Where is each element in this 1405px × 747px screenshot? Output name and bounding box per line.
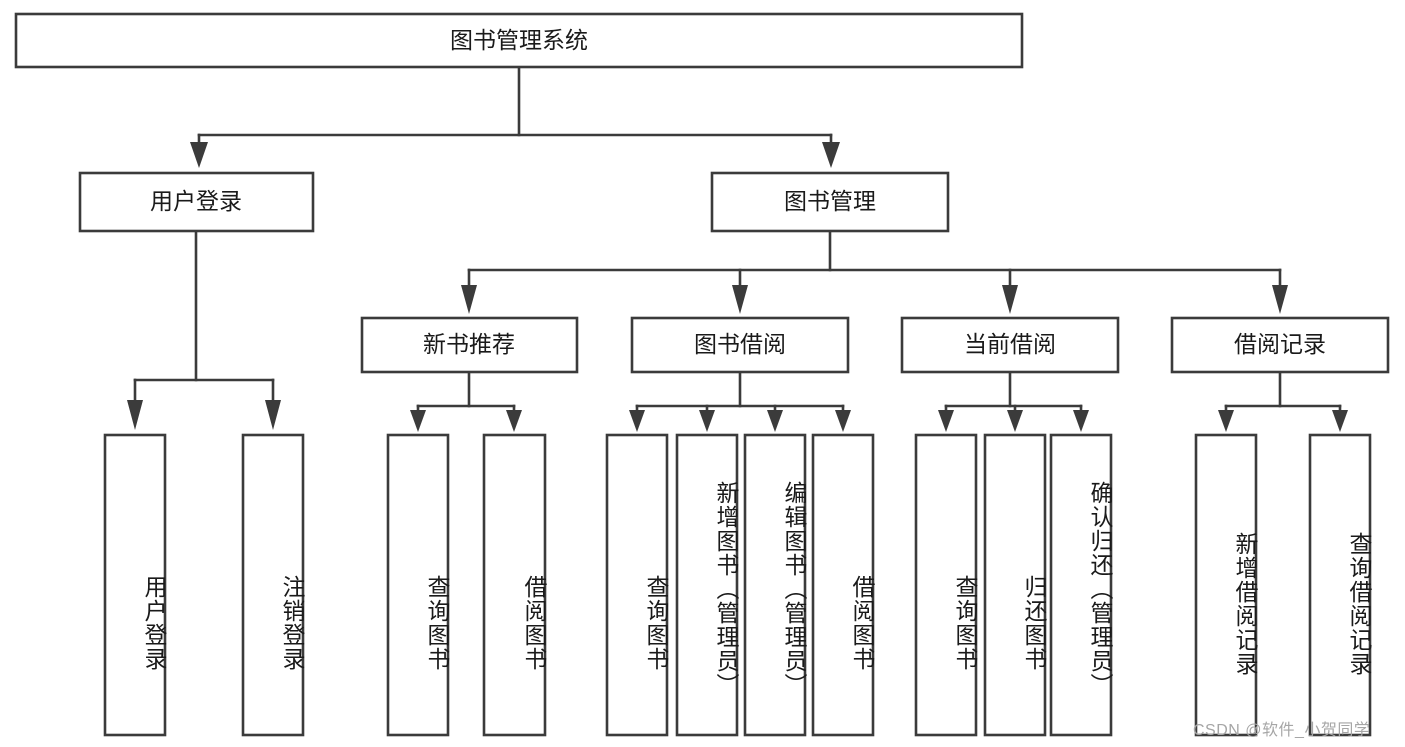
arrow-to-leaf-add-record <box>1218 410 1234 432</box>
node-leaf-query-book-3-box[interactable] <box>914 433 978 737</box>
node-root-label: 图书管理系统 <box>450 27 588 53</box>
arrow-to-user-login <box>190 142 208 168</box>
node-user-login[interactable]: 用户登录 <box>78 171 315 233</box>
arrow-to-leaf-query-book-2 <box>629 410 645 432</box>
node-leaf-query-book-1-box[interactable] <box>386 433 450 737</box>
node-leaf-return-book-box[interactable] <box>983 433 1047 737</box>
node-leaf-query-book-2-box[interactable] <box>605 433 669 737</box>
csdn-watermark: CSDN @软件_小贺同学 <box>1193 722 1371 739</box>
arrow-to-leaf-query-record <box>1332 410 1348 432</box>
node-user-login-box[interactable] <box>78 171 315 233</box>
connector-layer <box>127 65 1348 432</box>
arrow-to-leaf-user-logout <box>265 400 281 430</box>
node-new-book-recommend-box[interactable] <box>360 316 579 374</box>
node-leaf-user-login-box[interactable] <box>103 433 167 737</box>
arrow-to-current-borrow <box>1002 285 1018 314</box>
node-root[interactable]: 图书管理系统 <box>14 12 1024 69</box>
node-leaf-borrow-book-1-box[interactable] <box>482 433 547 737</box>
arrow-to-leaf-borrow-book-2 <box>835 410 851 432</box>
arrow-to-book-manage <box>822 142 840 168</box>
arrow-to-leaf-query-book-1 <box>410 410 426 432</box>
node-leaf-add-book-box[interactable] <box>675 433 739 737</box>
node-new-book-recommend[interactable]: 新书推荐 <box>360 316 579 374</box>
arrow-to-leaf-query-book-3 <box>938 410 954 432</box>
node-book-borrow-box[interactable] <box>630 316 850 374</box>
arrow-to-borrow-record <box>1272 285 1288 314</box>
node-current-borrow-box[interactable] <box>900 316 1120 374</box>
node-leaf-edit-book-box[interactable] <box>743 433 807 737</box>
node-leaf-borrow-book-2-box[interactable] <box>811 433 875 737</box>
node-new-book-recommend-label: 新书推荐 <box>423 331 515 357</box>
node-book-borrow-label: 图书借阅 <box>694 331 786 357</box>
node-book-borrow[interactable]: 图书借阅 <box>630 316 850 374</box>
node-book-manage-label: 图书管理 <box>784 188 876 214</box>
arrow-to-leaf-borrow-book-1 <box>506 410 522 432</box>
node-book-manage-box[interactable] <box>710 171 950 233</box>
arrow-to-leaf-confirm-return <box>1073 410 1089 432</box>
node-leaf-user-logout-box[interactable] <box>241 433 305 737</box>
arrow-to-leaf-edit-book <box>767 410 783 432</box>
node-book-manage[interactable]: 图书管理 <box>710 171 950 233</box>
node-root-box[interactable] <box>14 12 1024 69</box>
node-borrow-record[interactable]: 借阅记录 <box>1170 316 1390 374</box>
node-borrow-record-box[interactable] <box>1170 316 1390 374</box>
node-user-login-label: 用户登录 <box>150 188 242 214</box>
arrow-to-leaf-add-book <box>699 410 715 432</box>
node-leaf-query-record-box[interactable] <box>1308 433 1372 737</box>
node-current-borrow[interactable]: 当前借阅 <box>900 316 1120 374</box>
node-current-borrow-label: 当前借阅 <box>964 331 1056 357</box>
arrow-to-new-book-recommend <box>461 285 477 314</box>
node-borrow-record-label: 借阅记录 <box>1234 331 1326 357</box>
node-leaf-confirm-return-box[interactable] <box>1049 433 1113 737</box>
arrow-to-leaf-return-book <box>1007 410 1023 432</box>
arrow-to-leaf-user-login <box>127 400 143 430</box>
node-leaf-add-record-box[interactable] <box>1194 433 1258 737</box>
arrow-to-book-borrow <box>732 285 748 314</box>
